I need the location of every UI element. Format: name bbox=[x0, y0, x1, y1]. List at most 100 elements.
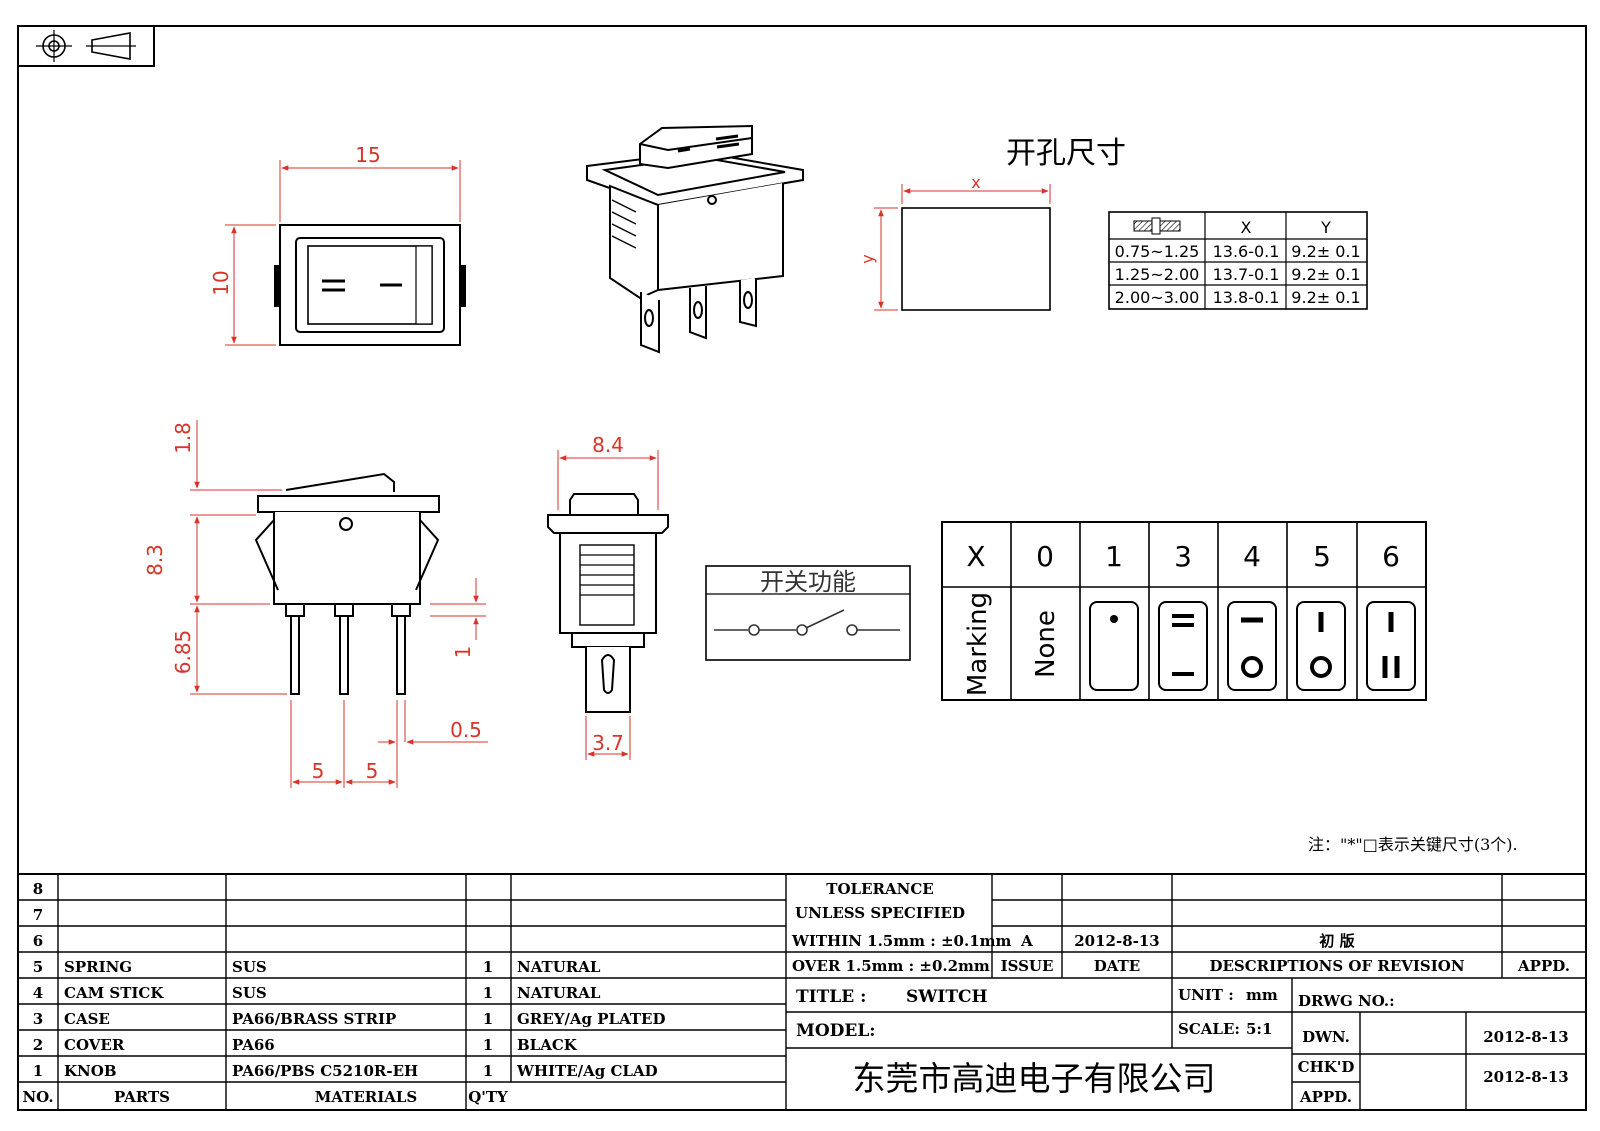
revision-value: 初 版 bbox=[1319, 932, 1354, 950]
bom-header-qty: Q'TY bbox=[468, 1088, 508, 1106]
cutout-cell: 13.8-0.1 bbox=[1213, 288, 1280, 307]
cutout-cell: 9.2± 0.1 bbox=[1291, 242, 1360, 261]
pitch-left-dim: 5 bbox=[312, 759, 325, 783]
cutout-cell: 13.7-0.1 bbox=[1213, 265, 1280, 284]
projection-symbol-icon bbox=[17, 25, 155, 67]
bom-material: PA66 bbox=[232, 1036, 275, 1054]
cutout-table: X Y 0.75~1.25 13.6-0.1 9.2± 0.1 1.25~2.0… bbox=[1108, 211, 1368, 310]
cutout-col-x: X bbox=[1241, 218, 1252, 237]
title-value: SWITCH bbox=[906, 987, 988, 1007]
bom-no: 8 bbox=[33, 880, 43, 898]
knob-height-dim: 1.8 bbox=[171, 422, 195, 454]
sheet-border bbox=[17, 25, 1587, 1111]
drawn-label: DWN. bbox=[1302, 1028, 1350, 1046]
end-view: 8.4 3.7 bbox=[547, 433, 669, 760]
bom-qty: 1 bbox=[483, 1036, 493, 1054]
bom-material: PA66/BRASS STRIP bbox=[232, 1010, 396, 1028]
scale-label: SCALE: bbox=[1178, 1020, 1240, 1038]
company-name: 东莞市高迪电子有限公司 bbox=[853, 1059, 1216, 1098]
marking-header: 4 bbox=[1243, 540, 1261, 573]
marking-table: X 0 1 3 4 5 6 Marking None bbox=[941, 521, 1427, 701]
dot-symbol-icon bbox=[1110, 615, 1118, 623]
bom-header-materials: MATERIALS bbox=[315, 1088, 418, 1106]
bom-no: 3 bbox=[33, 1010, 43, 1028]
title-label: TITLE : bbox=[796, 987, 866, 1007]
front-view: 15 10 bbox=[209, 143, 466, 346]
bom-no: 2 bbox=[33, 1036, 43, 1054]
switch-function-box: 开关功能 bbox=[705, 565, 911, 661]
side-view: 1.8 8.3 6.85 1 0.5 5 5 bbox=[143, 420, 488, 788]
cutout-section: 开孔尺寸 x y X Y 0.75~1.25 13.6-0.1 9.2± 0.1 bbox=[858, 136, 1368, 311]
bom-part: SPRING bbox=[64, 958, 132, 976]
end-width-dim: 8.4 bbox=[592, 433, 624, 457]
bom-no: 1 bbox=[33, 1062, 43, 1080]
cutout-cell: 9.2± 0.1 bbox=[1291, 288, 1360, 307]
bom-no: 5 bbox=[33, 958, 43, 976]
bom-finish: BLACK bbox=[517, 1036, 578, 1054]
tolerance-within: WITHIN 1.5mm : ±0.1mm bbox=[791, 932, 1012, 950]
bom-material: SUS bbox=[232, 984, 267, 1002]
panel-thickness-icon bbox=[1133, 217, 1181, 235]
bom-finish: NATURAL bbox=[517, 958, 601, 976]
body-height-dim: 8.3 bbox=[143, 544, 167, 576]
pin-thickness-dim: 0.5 bbox=[450, 718, 482, 742]
tolerance-line2: UNLESS SPECIFIED bbox=[795, 904, 965, 922]
bom-qty: 1 bbox=[483, 984, 493, 1002]
tolerance-line1: TOLERANCE bbox=[826, 880, 933, 898]
bom-material: SUS bbox=[232, 958, 267, 976]
pin-length-dim: 6.85 bbox=[171, 630, 195, 675]
footnote: 注："*"□表示关键尺寸(3个). bbox=[1308, 835, 1518, 854]
title-block: 8 7 6 5 4 3 2 1 SPRING CAM STICK CASE CO… bbox=[18, 873, 1586, 1110]
shoulder-dim: 1 bbox=[451, 646, 475, 659]
scale-value: 5:1 bbox=[1246, 1020, 1272, 1038]
checked-label: CHK'D bbox=[1298, 1058, 1355, 1076]
cutout-cell: 13.6-0.1 bbox=[1213, 242, 1280, 261]
bom-qty: 1 bbox=[483, 958, 493, 976]
bom-part: CAM STICK bbox=[64, 984, 164, 1002]
bom-no: 6 bbox=[33, 932, 43, 950]
bar-circle-symbol-icon bbox=[1310, 612, 1332, 678]
drawing-number-label: DRWG NO.: bbox=[1298, 992, 1395, 1010]
marking-header: X bbox=[966, 540, 985, 573]
bom-finish: WHITE/Ag CLAD bbox=[516, 1062, 658, 1080]
cutout-y-label: y bbox=[858, 254, 877, 263]
marking-header: 0 bbox=[1036, 540, 1054, 573]
bom-part: KNOB bbox=[64, 1062, 117, 1080]
bom-part: COVER bbox=[64, 1036, 125, 1054]
front-width-dim: 15 bbox=[355, 143, 380, 167]
checked-date: 2012-8-13 bbox=[1483, 1068, 1569, 1086]
tab-width-dim: 3.7 bbox=[592, 731, 624, 755]
dash-circle-symbol-icon bbox=[1241, 617, 1263, 678]
drawn-date: 2012-8-13 bbox=[1483, 1028, 1569, 1046]
bar-double-bar-symbol-icon bbox=[1382, 612, 1400, 678]
description-header: DESCRIPTIONS OF REVISION bbox=[1209, 957, 1464, 975]
bom-material: PA66/PBS C5210R-EH bbox=[232, 1062, 418, 1080]
cutout-title: 开孔尺寸 bbox=[1006, 136, 1126, 171]
model-label: MODEL: bbox=[796, 1021, 876, 1041]
marking-row-label: Marking bbox=[963, 592, 993, 696]
marking-header: 6 bbox=[1382, 540, 1400, 573]
isometric-view bbox=[586, 124, 804, 354]
switch-function-title: 开关功能 bbox=[760, 568, 856, 596]
bom-qty: 1 bbox=[483, 1062, 493, 1080]
unit-label: UNIT : bbox=[1178, 986, 1234, 1004]
switch-schematic-icon bbox=[714, 609, 900, 636]
cutout-cell: 9.2± 0.1 bbox=[1291, 265, 1360, 284]
issue-value: A bbox=[1020, 932, 1033, 950]
marking-header: 3 bbox=[1174, 540, 1192, 573]
bom-finish: GREY/Ag PLATED bbox=[517, 1010, 666, 1028]
marking-none-label: None bbox=[1031, 610, 1061, 678]
bom-qty: 1 bbox=[483, 1010, 493, 1028]
marking-header: 5 bbox=[1313, 540, 1331, 573]
cutout-cell: 1.25~2.00 bbox=[1115, 265, 1200, 284]
bom-finish: NATURAL bbox=[517, 984, 601, 1002]
unit-value: mm bbox=[1246, 986, 1278, 1004]
cutout-x-label: x bbox=[971, 173, 980, 192]
pitch-right-dim: 5 bbox=[366, 759, 379, 783]
date-header: DATE bbox=[1094, 957, 1140, 975]
approved-label: APPD. bbox=[1299, 1088, 1352, 1106]
date-value: 2012-8-13 bbox=[1074, 932, 1160, 950]
tolerance-over: OVER 1.5mm : ±0.2mm bbox=[792, 957, 990, 975]
bom-no: 4 bbox=[33, 984, 43, 1002]
